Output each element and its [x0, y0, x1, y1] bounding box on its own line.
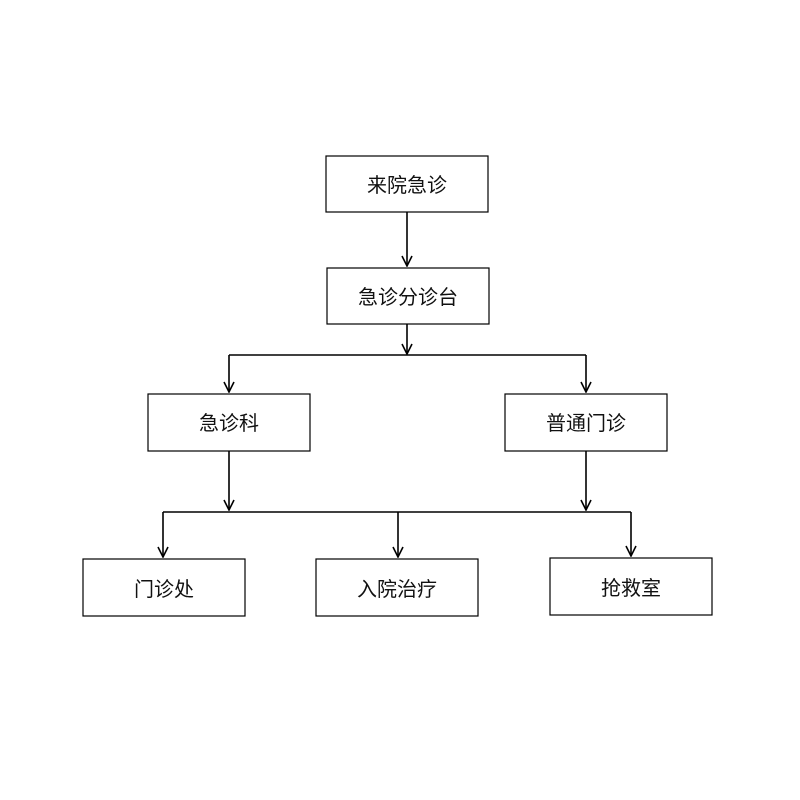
connectors — [163, 212, 631, 557]
node-arrival-label: 来院急诊 — [367, 173, 447, 197]
node-emergency-dept: 急诊科 — [147, 393, 311, 452]
node-admission: 入院治疗 — [315, 558, 479, 617]
node-general-clinic-label: 普通门诊 — [546, 411, 626, 435]
node-general-clinic: 普通门诊 — [504, 393, 668, 452]
node-resuscitation-label: 抢救室 — [601, 576, 661, 600]
node-arrival: 来院急诊 — [325, 155, 489, 213]
node-admission-label: 入院治疗 — [357, 577, 437, 601]
node-emergency-dept-label: 急诊科 — [199, 411, 259, 435]
node-outpatient-label: 门诊处 — [134, 577, 194, 601]
node-triage-label: 急诊分诊台 — [358, 285, 458, 309]
node-outpatient: 门诊处 — [82, 558, 246, 617]
node-resuscitation: 抢救室 — [549, 557, 713, 616]
node-triage: 急诊分诊台 — [326, 267, 490, 325]
